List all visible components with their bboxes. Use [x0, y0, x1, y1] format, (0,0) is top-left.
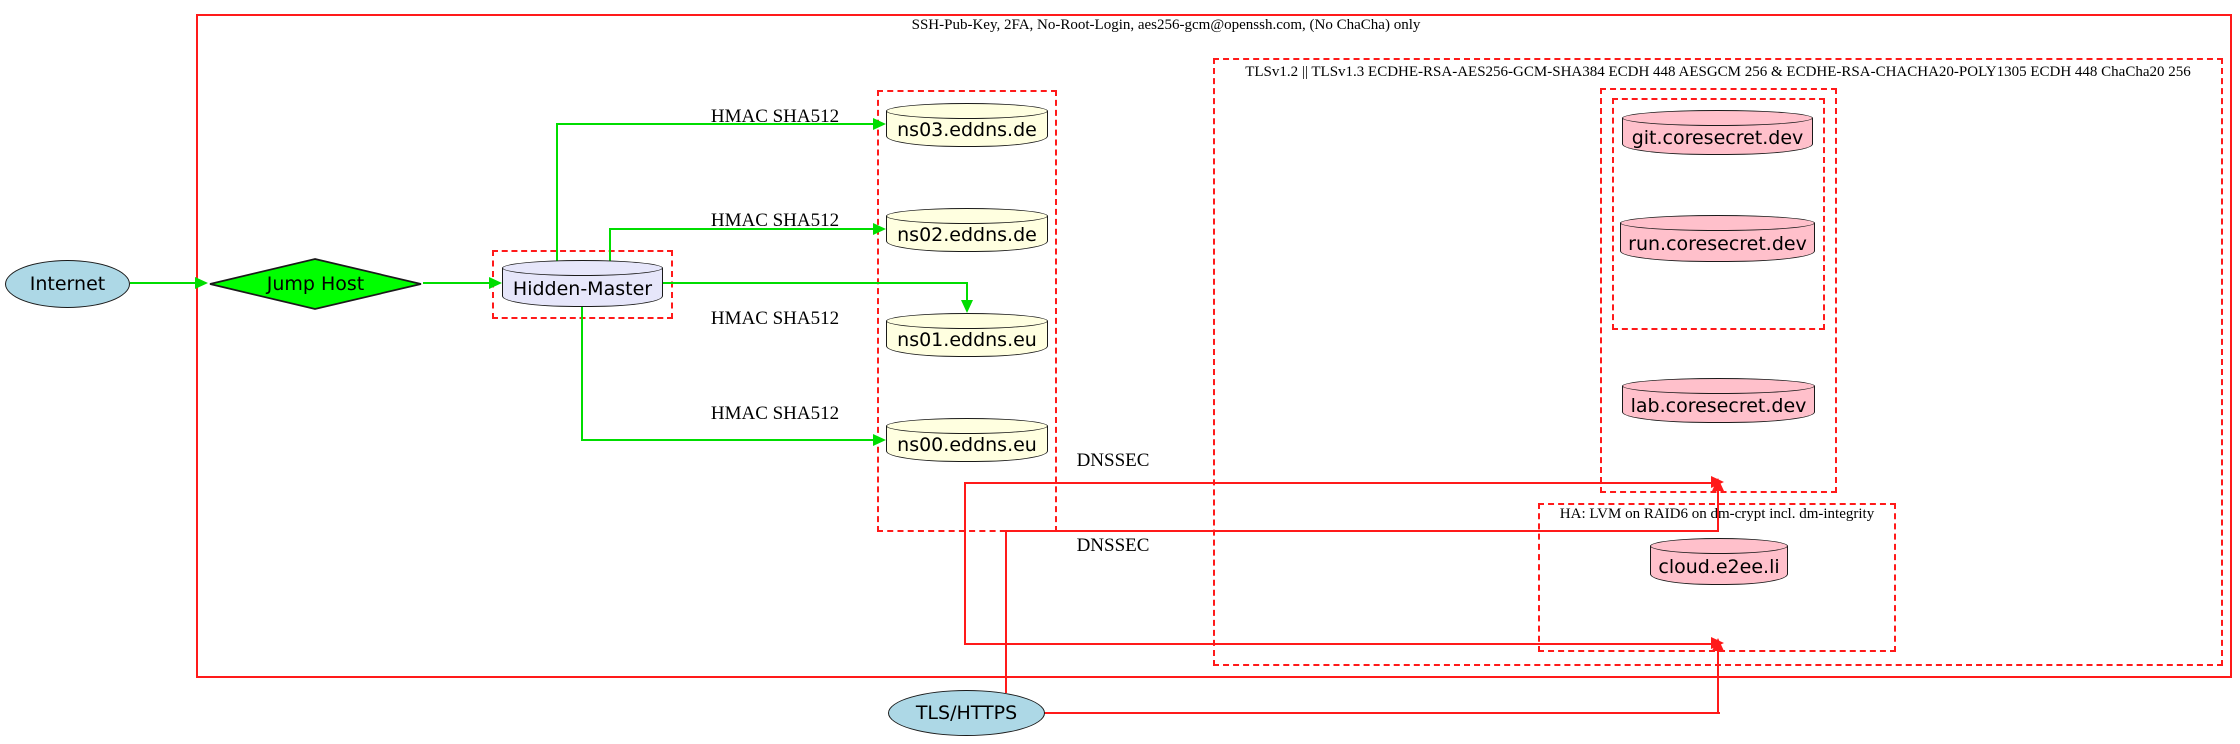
arrowhead-tls-ha	[1712, 638, 1724, 651]
node-lab: lab.coresecret.dev	[1622, 378, 1815, 423]
edge-hm-ns02-vertical	[609, 229, 611, 264]
arrowhead-internet-jumphost	[195, 277, 208, 289]
edge-tls-top-riser	[1005, 531, 1007, 693]
edge-hm-ns01-vertical	[966, 282, 968, 302]
edge-tls-coresecret-stub	[1717, 490, 1719, 532]
arrowhead-ns00	[873, 434, 886, 446]
node-ns01: ns01.eddns.eu	[886, 313, 1048, 357]
edge-label-hmac-ns03: HMAC SHA512	[710, 106, 840, 127]
edge-label-hmac-ns00: HMAC SHA512	[710, 403, 840, 424]
node-cloud-label: cloud.e2ee.li	[1658, 555, 1780, 578]
node-jump-host: Jump Host	[208, 258, 423, 310]
cluster-coresecret-inner-box	[1612, 98, 1825, 330]
edge-hm-ns00-horizontal	[581, 439, 874, 441]
node-ns03-label: ns03.eddns.de	[897, 119, 1037, 141]
node-ns02: ns02.eddns.de	[886, 208, 1048, 252]
edge-label-dnssec-2: DNSSEC	[1076, 535, 1150, 556]
edge-internet-jumphost	[130, 282, 196, 284]
edge-hm-ns03-horizontal	[556, 123, 874, 125]
edge-dnssec-top-horizontal	[964, 482, 1712, 484]
cluster-tls-label: TLSv1.2 || TLSv1.3 ECDHE-RSA-AES256-GCM-…	[1245, 64, 2191, 80]
node-ns01-label: ns01.eddns.eu	[897, 329, 1037, 351]
node-internet: Internet	[5, 260, 130, 308]
edge-jumphost-hiddenmaster	[423, 282, 491, 284]
diamond-shape	[209, 258, 422, 310]
arrowhead-ns02	[873, 223, 886, 235]
edge-dnssec-riser	[964, 483, 966, 645]
arrowhead-ns03	[873, 118, 886, 130]
cluster-ha-label: HA: LVM on RAID6 on dm-crypt incl. dm-in…	[1559, 506, 1875, 522]
edge-label-hmac-ns01: HMAC SHA512	[710, 308, 840, 329]
node-jump-host-label: Jump Host	[266, 273, 365, 295]
arrowhead-jumphost-hiddenmaster	[489, 277, 502, 289]
cluster-ssh-box	[196, 14, 2232, 678]
node-ns00-label: ns00.eddns.eu	[897, 434, 1037, 456]
node-lab-label: lab.coresecret.dev	[1630, 394, 1807, 417]
node-ns03: ns03.eddns.de	[886, 103, 1048, 147]
arrowhead-ns01	[961, 300, 973, 313]
node-internet-label: Internet	[29, 273, 106, 295]
edge-hm-ns01-horizontal	[663, 282, 968, 284]
edge-dnssec-bottom-horizontal	[964, 643, 1712, 645]
edge-tls-mid-horizontal	[1005, 530, 1719, 532]
node-tls-https-label: TLS/HTTPS	[915, 702, 1018, 724]
node-git-label: git.coresecret.dev	[1631, 126, 1804, 149]
edge-label-hmac-ns02: HMAC SHA512	[710, 210, 840, 231]
edge-label-dnssec-1: DNSSEC	[1076, 450, 1150, 471]
node-cloud: cloud.e2ee.li	[1650, 538, 1788, 585]
node-hidden-master: Hidden-Master	[502, 260, 663, 307]
edge-tls-ha-stub	[1717, 650, 1719, 714]
node-run-label: run.coresecret.dev	[1628, 232, 1807, 255]
node-git: git.coresecret.dev	[1622, 110, 1813, 155]
node-ns02-label: ns02.eddns.de	[897, 224, 1037, 246]
edge-hm-ns00-vertical	[581, 307, 583, 441]
cluster-ssh-label: SSH-Pub-Key, 2FA, No-Root-Login, aes256-…	[911, 17, 1421, 33]
arrowhead-tls-coresecret	[1712, 478, 1724, 491]
node-tls-https: TLS/HTTPS	[888, 690, 1045, 736]
edge-hm-ns03-vertical	[556, 124, 558, 262]
node-run: run.coresecret.dev	[1620, 215, 1815, 262]
node-ns00: ns00.eddns.eu	[886, 418, 1048, 462]
node-hidden-master-label: Hidden-Master	[512, 277, 653, 300]
edge-hm-ns02-horizontal	[609, 228, 874, 230]
cluster-ns-box	[877, 90, 1057, 532]
edge-tls-bottom-horizontal	[1043, 712, 1720, 714]
